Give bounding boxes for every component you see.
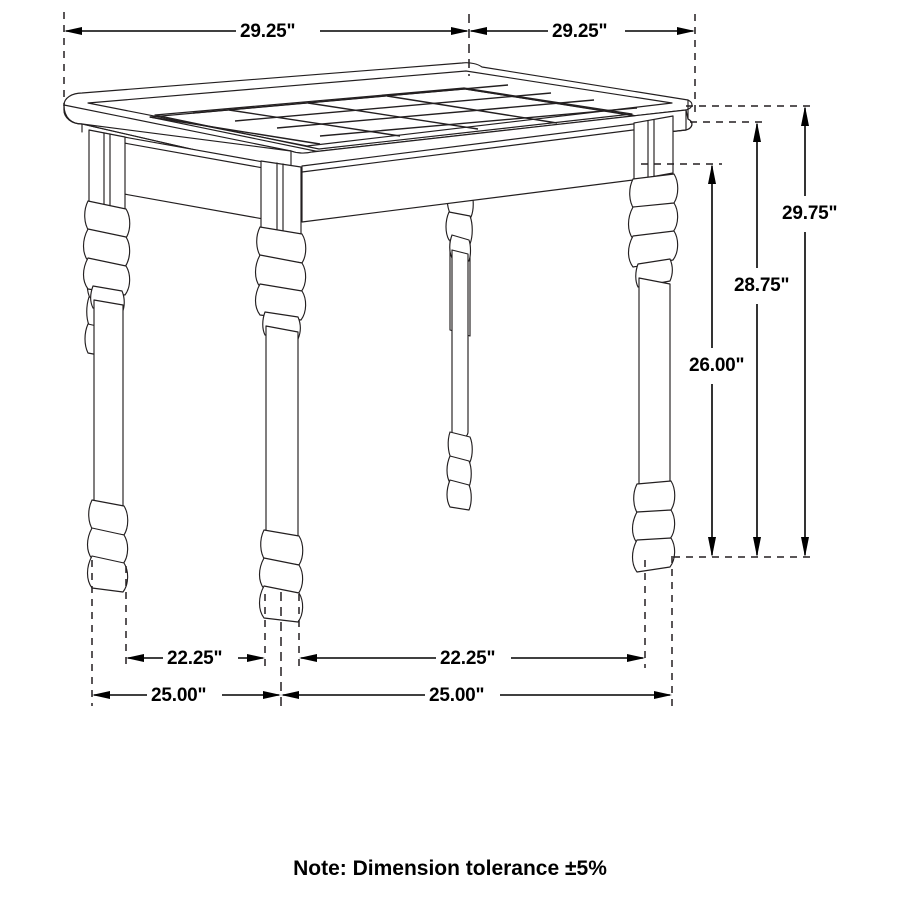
dim-bottom-inner-right [299,654,645,662]
dim-right-inner [708,164,716,557]
dim-bottom-inner-left [126,654,265,662]
dim-top-left [64,27,469,35]
dim-label-bottom-inner-right: 22.25" [436,649,500,668]
table-leg-front-middle [254,160,307,623]
dim-label-top-right: 29.25" [548,22,612,41]
table-leg-rear-right [445,167,474,511]
tabletop-tile-grid [149,84,638,145]
dim-top-right [469,27,695,35]
dim-label-right-inner: 26.00" [685,356,749,375]
table-leg-front-left [82,129,131,593]
table-illustration [63,62,693,623]
table-leg-front-right [627,115,679,573]
dim-label-bottom-outer-left: 25.00" [147,686,211,705]
dim-label-right-middle: 28.75" [730,276,794,295]
dim-label-right-outer: 29.75" [778,204,842,223]
dim-right-outer [801,106,809,557]
dim-label-bottom-inner-left: 22.25" [163,649,227,668]
dim-label-top-left: 29.25" [236,22,300,41]
dim-right-middle [753,122,761,557]
dim-bottom-outer-left [92,691,281,699]
tolerance-note: Note: Dimension tolerance ±5% [293,857,607,880]
dim-bottom-outer-right [281,691,672,699]
dim-label-bottom-outer-right: 25.00" [425,686,489,705]
extension-lines [63,12,815,712]
